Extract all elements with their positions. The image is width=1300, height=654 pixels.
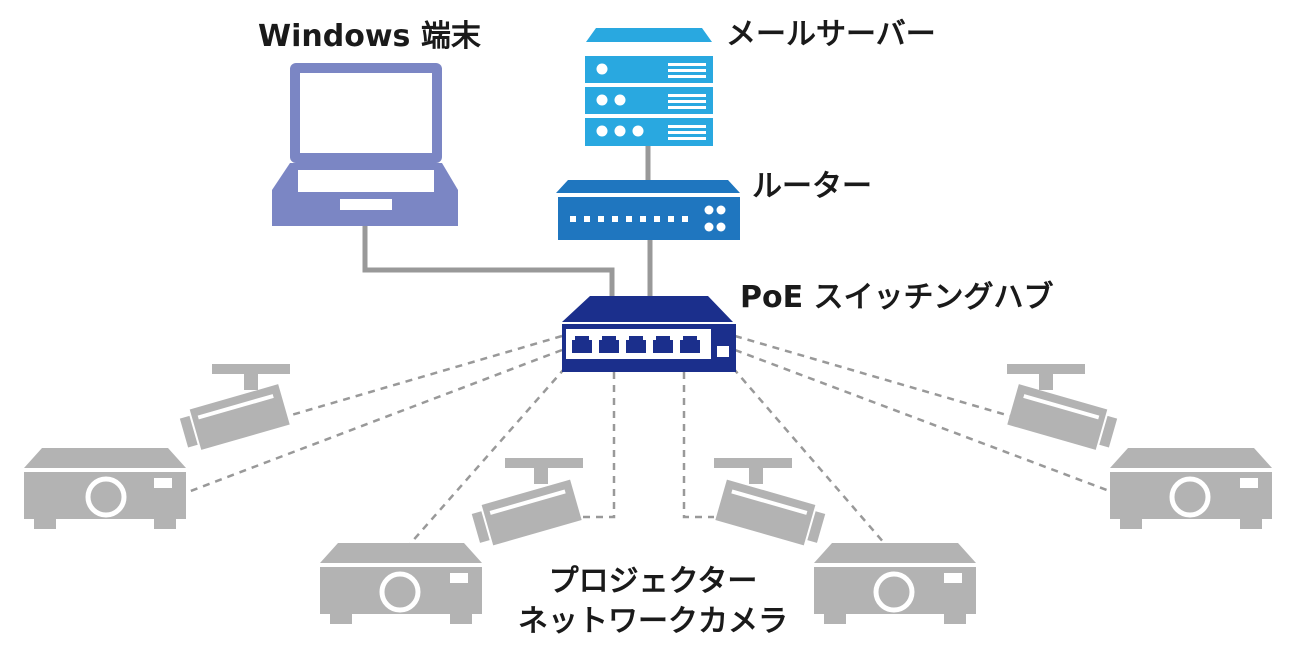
mail-server-icon [585,28,713,146]
router-icon [556,180,740,240]
wire-switch-camera-left [287,334,563,418]
wire-switch-camera-bottom-right [682,372,714,519]
network-camera-label: ネットワークカメラ [518,603,788,639]
mail-server-label: メールサーバー [726,17,936,52]
laptop-icon [272,63,458,226]
wire-switch-projector-left [187,348,563,494]
network-camera-icon [179,364,290,450]
poe-connections [187,334,1113,545]
projector-icon [814,543,976,624]
wired-connections [362,146,653,298]
wire-switch-camera-right [734,334,1011,418]
projector-icon [24,448,186,529]
router-label: ルーター [752,169,872,204]
poe-switch-label: PoE スイッチングハブ [740,280,1054,315]
poe-switch-icon [562,296,736,372]
windows-terminal-label: Windows 端末 [258,19,481,54]
network-camera-icon [1007,364,1118,450]
network-camera-icon [714,458,826,546]
endpoint-devices-label: プロジェクター ネットワークカメラ [518,562,788,641]
wire-switch-projector-right [734,348,1113,494]
wire-laptop-switch [362,226,615,298]
wire-switch-projector-bottom-left [409,367,566,545]
projector-icon [1110,448,1272,529]
projector-label: プロジェクター [548,564,758,599]
wire-switch-camera-bottom-left [580,372,616,519]
projector-icon [320,543,482,624]
network-camera-icon [471,458,583,546]
